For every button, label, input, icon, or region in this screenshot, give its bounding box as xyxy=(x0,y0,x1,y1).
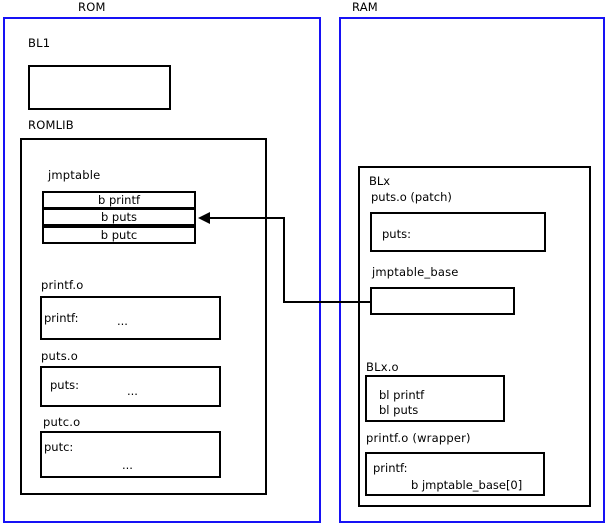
puts-o-box: puts: ... xyxy=(40,366,221,407)
jmptable-base-label: jmptable_base xyxy=(372,265,459,279)
printf-wrapper-label: printf.o (wrapper) xyxy=(366,431,471,445)
bl1-box xyxy=(28,65,171,110)
connector-arrowhead-icon xyxy=(198,212,210,224)
printf-o-symbol: printf: xyxy=(44,311,79,325)
blx-o-line-1: bl printf xyxy=(379,388,425,402)
puts-patch-label: puts.o (patch) xyxy=(371,190,452,204)
printf-o-box: printf: ... xyxy=(40,296,221,340)
connector-segment-top xyxy=(210,217,285,219)
printf-wrapper-branch: b jmptable_base[0] xyxy=(411,478,523,492)
printf-wrapper-box: printf: b jmptable_base[0] xyxy=(365,452,545,496)
jmptable-entry-1[interactable]: b puts xyxy=(42,208,196,226)
printf-o-body: ... xyxy=(117,314,128,328)
printf-wrapper-symbol: printf: xyxy=(373,461,408,475)
putc-o-symbol: putc: xyxy=(44,440,74,454)
puts-o-symbol: puts: xyxy=(50,378,79,392)
puts-patch-symbol: puts: xyxy=(382,227,411,241)
blx-o-line-2: bl puts xyxy=(379,403,419,417)
bl1-label: BL1 xyxy=(28,36,51,50)
puts-o-label: puts.o xyxy=(41,349,78,363)
printf-o-label: printf.o xyxy=(41,278,84,292)
ram-region xyxy=(339,17,605,523)
blx-o-box: bl printf bl puts xyxy=(365,375,505,422)
jmptable-entry-0[interactable]: b printf xyxy=(42,191,196,209)
blx-o-label: BLx.o xyxy=(366,360,399,374)
rom-region-label: ROM xyxy=(78,0,106,14)
putc-o-label: putc.o xyxy=(43,415,81,429)
rom-region xyxy=(3,17,321,523)
jmptable-label: jmptable xyxy=(48,168,101,182)
puts-patch-box: puts: xyxy=(370,212,546,252)
jmptable-entry-2[interactable]: b putc xyxy=(42,226,196,244)
jmptable-base-box xyxy=(370,287,515,315)
ram-region-label: RAM xyxy=(352,0,378,14)
putc-o-body: ... xyxy=(122,458,133,472)
blx-label: BLx xyxy=(369,174,391,188)
putc-o-box: putc: ... xyxy=(40,431,221,478)
connector-segment-bottom xyxy=(283,301,372,303)
connector-segment-vertical xyxy=(283,217,285,303)
romlib-label: ROMLIB xyxy=(28,118,74,132)
puts-o-body: ... xyxy=(127,384,138,398)
